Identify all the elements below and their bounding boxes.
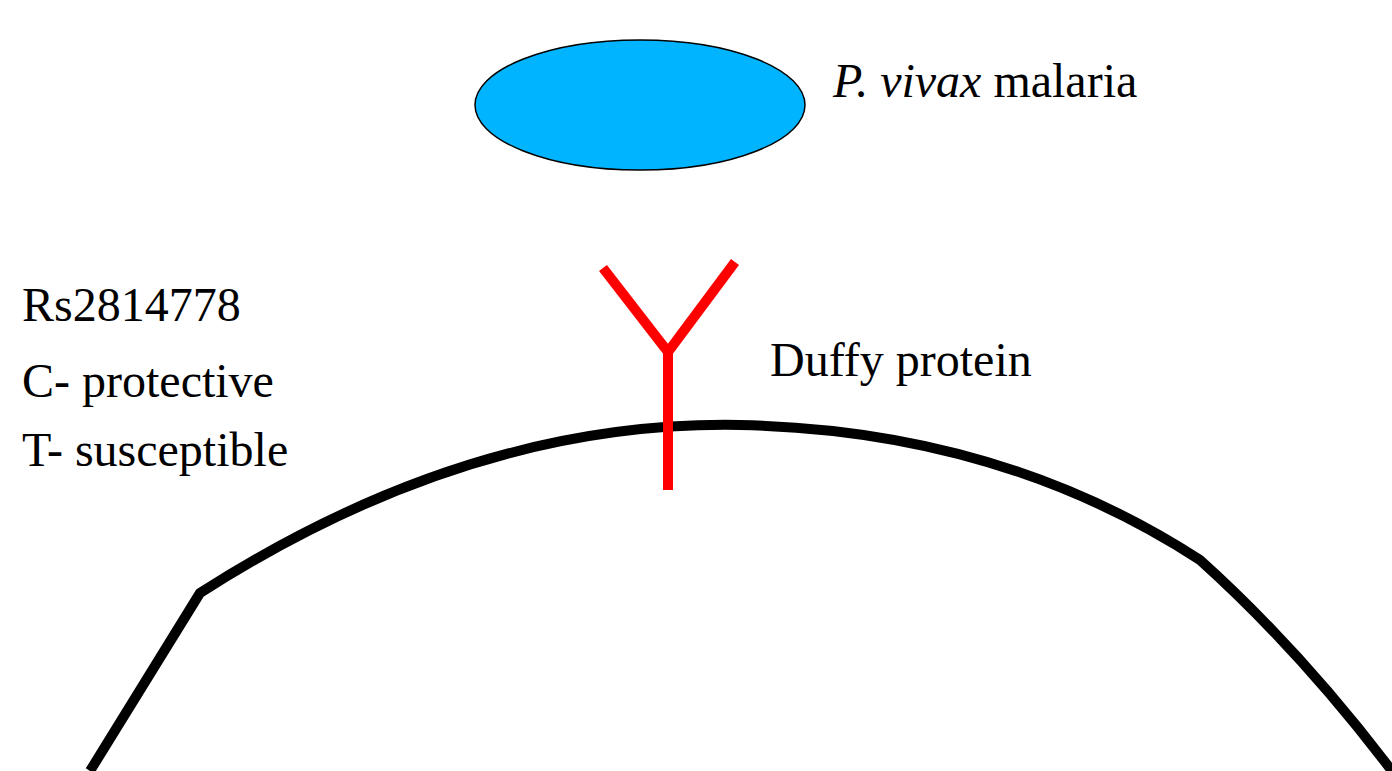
receptor-symbol <box>603 262 735 490</box>
cell-membrane <box>90 425 1392 771</box>
protein-label: Duffy protein <box>770 336 1032 384</box>
snp-id: Rs2814778 <box>22 281 241 329</box>
allele-note: T- susceptible <box>22 426 288 474</box>
pathogen-label: P. vivax malaria <box>833 57 1137 105</box>
parasite-ellipse <box>475 40 805 170</box>
allele-note: C- protective <box>22 357 274 405</box>
